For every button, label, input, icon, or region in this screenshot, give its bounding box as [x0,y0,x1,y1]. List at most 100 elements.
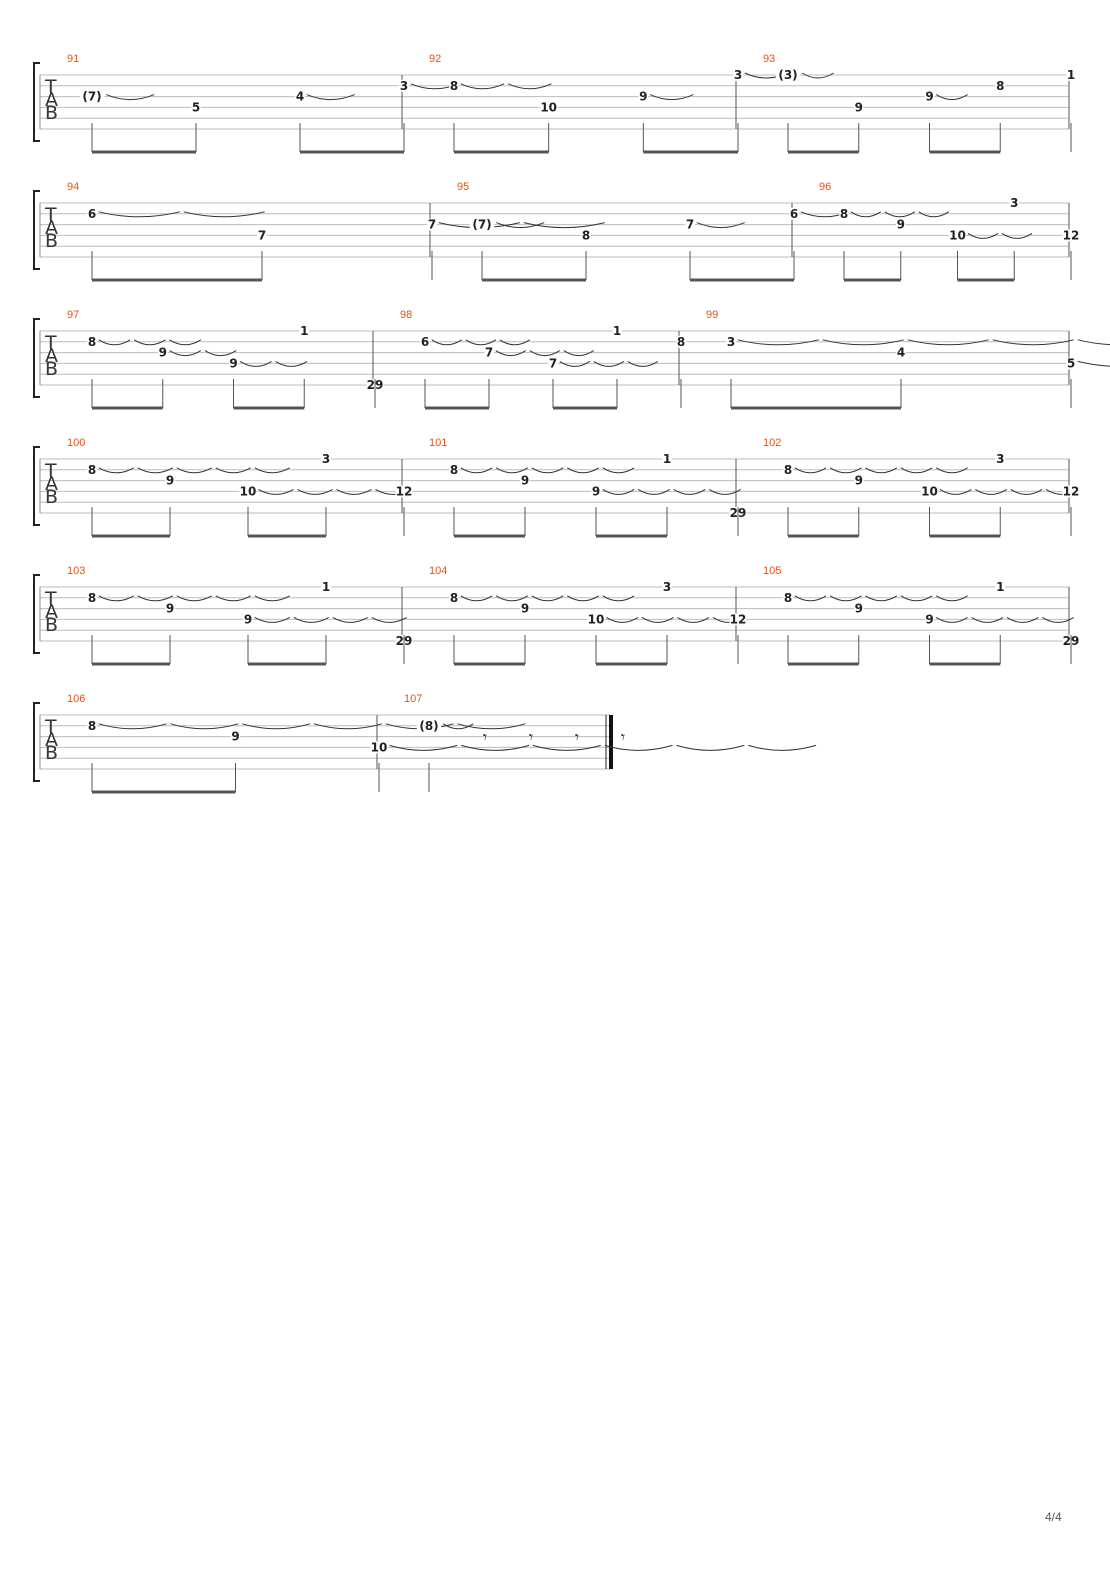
fret-number: (7) [472,218,491,232]
fret-mask [548,357,558,370]
fret-number: 8 [784,463,792,477]
fret-mask [1066,69,1076,81]
tie-arc [967,232,999,239]
fret-mask [370,741,388,754]
fret-number: 9 [592,484,600,498]
system-bracket [33,62,40,142]
eighth-rest: 𝄾 [529,728,533,747]
tab-clef-letter: B [45,102,58,124]
fret-mask [1009,197,1019,209]
fret-mask [87,335,97,348]
measure-number: 92 [429,53,441,65]
fret-number: 1 [613,324,621,338]
tie-arc [98,211,180,218]
tie-arc [460,83,505,90]
fret-number: 3 [1010,196,1018,210]
tie-arc [935,595,968,602]
fret-mask [427,218,437,231]
tab-clef-letter: B [45,486,58,508]
fret-mask [299,325,309,337]
tab-clef-letter: B [45,230,58,252]
fret-mask [949,229,966,242]
measure-number: 107 [404,693,422,705]
eighth-rest: 𝄾 [621,728,625,747]
fret-mask [854,101,864,114]
system-bracket [33,574,40,654]
measure-number: 97 [67,309,79,321]
tie-arc [865,467,898,474]
tie-arc [566,467,600,474]
tab-clef-letter: A [45,473,58,495]
fret-mask [789,207,799,220]
fret-mask [321,581,331,593]
measure-number: 91 [67,53,79,65]
fret-number: 8 [88,335,96,349]
fret-number: 8 [582,228,590,242]
tie-arc [457,723,526,730]
fret-mask [896,346,906,359]
tie-arc [676,744,745,751]
fret-mask [416,719,442,732]
fret-number: 6 [421,335,429,349]
tie-arc [532,744,601,751]
fret-mask [420,335,430,348]
fret-mask [520,602,530,615]
fret-mask [239,485,257,498]
measure-number: 94 [67,181,79,193]
fret-mask [1066,357,1076,370]
fret-mask [469,218,495,231]
tie-arc [992,339,1074,346]
tie-arc [794,595,827,602]
fret-mask [449,591,459,604]
tie-arc [98,723,167,730]
measure-number: 95 [457,181,469,193]
tie-arc [499,339,531,346]
fret-number: 10 [949,228,966,242]
fret-mask [726,335,736,348]
fret-mask [591,485,601,498]
fret-mask [676,335,686,348]
tie-arc [975,488,1008,495]
fret-number: 8 [88,719,96,733]
measure-number: 101 [429,437,447,449]
fret-mask [243,613,253,626]
tie-arc [460,467,493,474]
fret-number: 12 [1063,484,1080,498]
tie-arc [183,211,265,218]
tie-arc [204,350,237,357]
fret-mask [638,90,649,103]
tie-arc [297,488,333,495]
fret-number: 10 [240,484,257,498]
system-bracket [33,190,40,270]
tie-arc [748,744,817,751]
fret-mask [612,325,622,337]
fret-mask [1062,485,1080,498]
tie-arc [604,744,673,751]
fret-mask [321,453,331,465]
tie-arc [442,723,474,730]
fret-mask [87,719,97,732]
tab-clef-letter: B [45,742,58,764]
eighth-rest: 𝄾 [483,728,487,747]
fret-mask [662,453,672,465]
tie-arc [169,339,202,346]
tie-arc [495,595,529,602]
fret-number: 10 [921,484,938,498]
fret-number: 1 [322,580,330,594]
tie-arc [918,211,950,218]
fret-number: 7 [485,346,493,360]
fret-number: 9 [521,602,529,616]
tie-arc [900,467,933,474]
fret-number: 6 [88,207,96,221]
fret-number: 6 [790,207,798,221]
tie-arc [907,339,989,346]
fret-number: 12 [1063,228,1080,242]
fret-mask [1062,229,1080,242]
fret-mask [685,218,695,231]
tab-clef-letter: A [45,345,58,367]
tie-arc [495,467,529,474]
fret-mask [854,602,864,615]
fret-number: 1 [300,324,308,338]
fret-number: (3) [778,68,797,82]
fret-number: 9 [855,474,863,488]
